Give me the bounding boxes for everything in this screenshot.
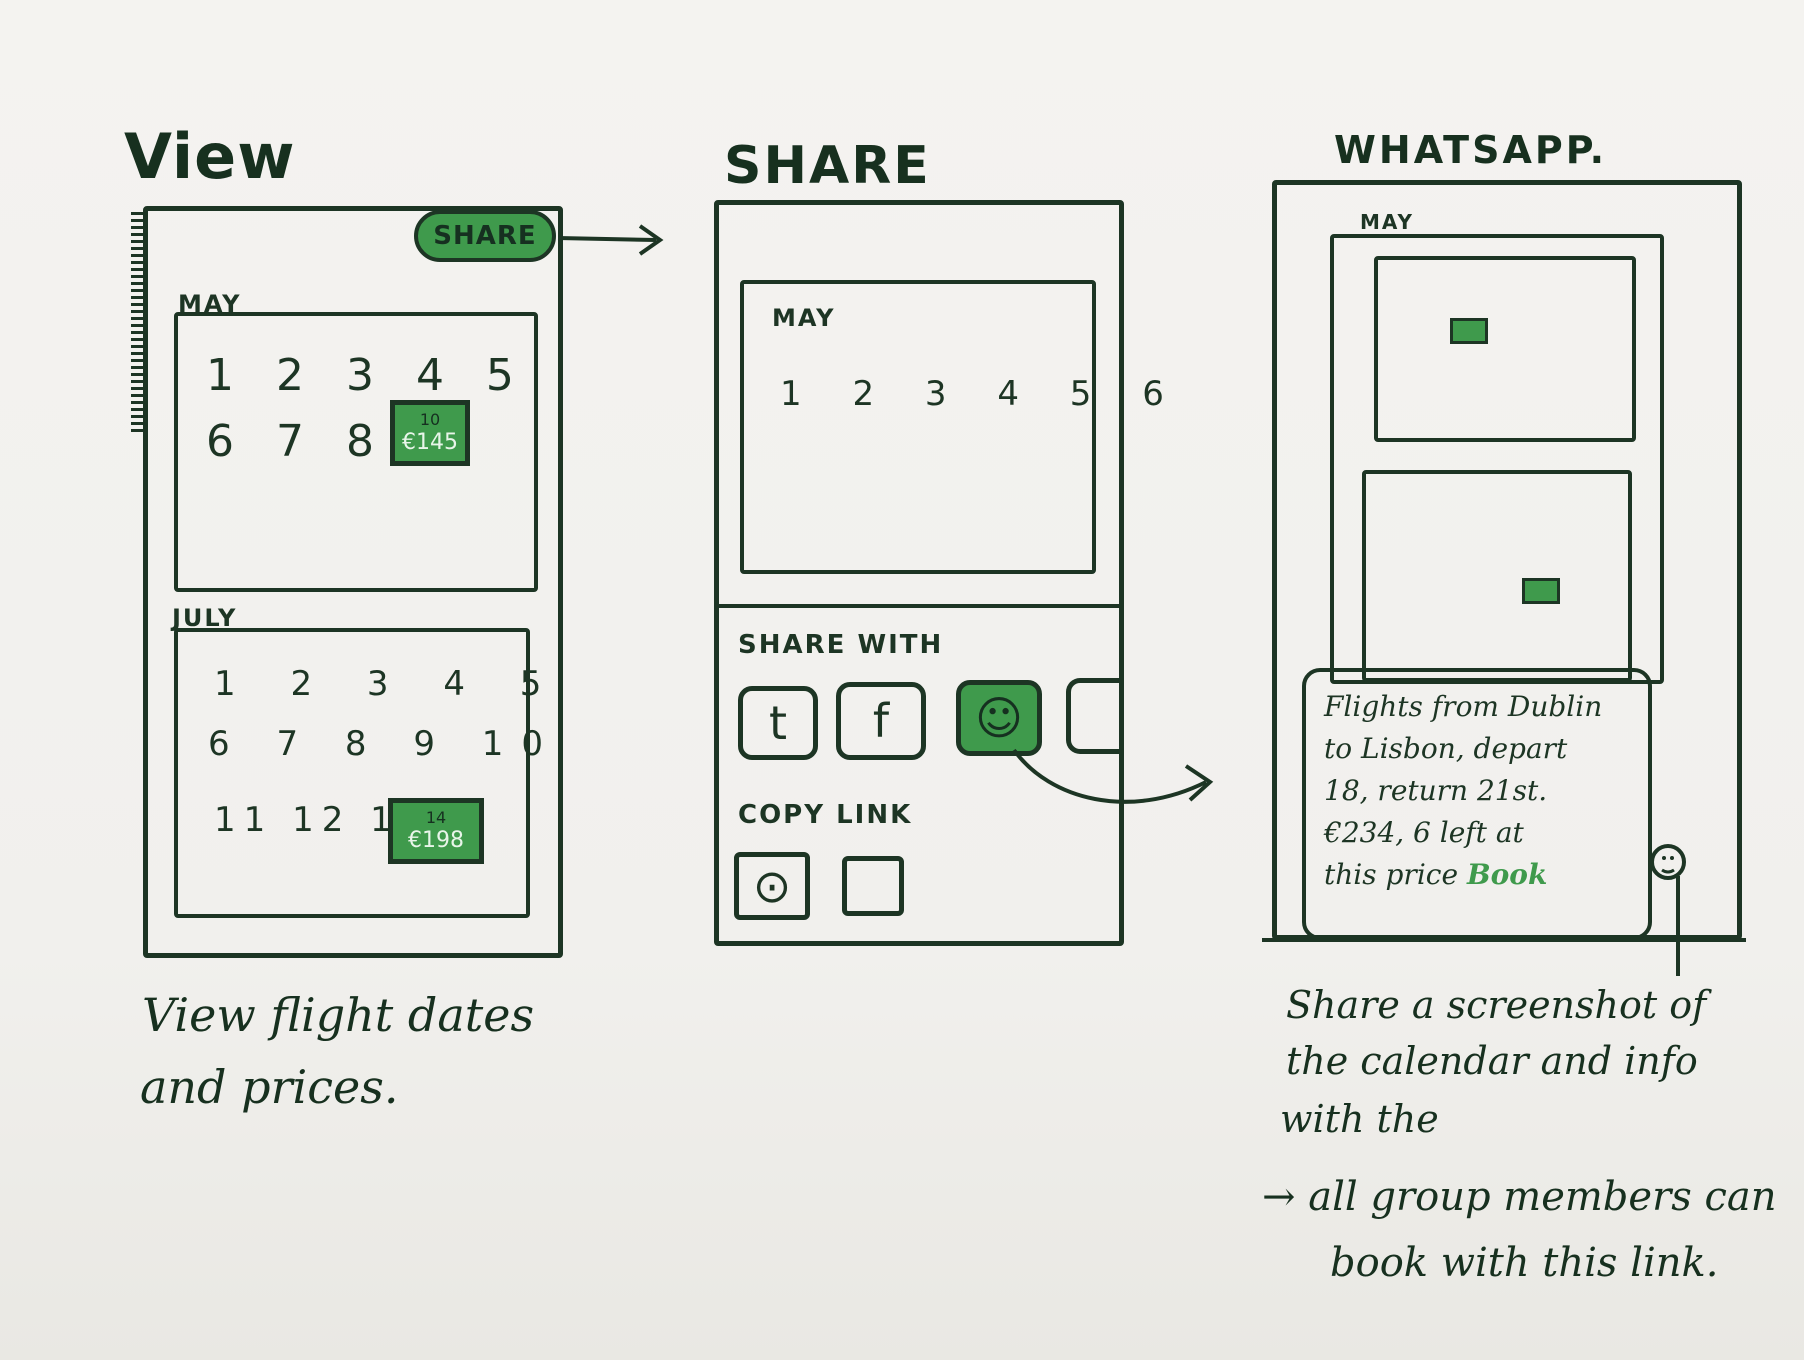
wa-message-last-line: this price Book [1324,854,1630,896]
share-divider [716,604,1122,608]
wa-screenshot-frame [1330,234,1664,684]
may-price-cell[interactable]: 10 €145 [390,400,470,466]
may-price-value: €145 [402,430,458,455]
wa-caption-line-3: with the [1280,1097,1439,1141]
facebook-button[interactable]: f [836,682,926,760]
wa-message-line: Flights from Dublin [1324,690,1603,723]
whatsapp-icon: ☺ [975,691,1023,745]
july-label: JULY [172,604,238,632]
facebook-icon: f [872,694,890,748]
july-price-day: 14 [425,808,447,827]
wa-highlight-may [1450,318,1488,344]
scrollbar-hatch[interactable] [131,212,143,432]
whatsapp-button[interactable]: ☺ [956,680,1042,756]
twitter-button[interactable]: t [738,686,818,760]
july-week-3: 11 12 13 [214,800,430,840]
wa-message-line: €234, 6 left at [1324,816,1524,849]
wa-screenshot-may [1374,256,1636,442]
share-title: SHARE [724,136,931,196]
wa-caption-line-5: book with this link. [1330,1240,1719,1286]
whatsapp-title: WHATSAPP. [1334,128,1608,172]
arrow-icon [557,224,664,256]
copy-link-icon: ⊙ [752,859,792,913]
share-calendar-preview [740,280,1096,574]
view-caption-line-2: and prices. [140,1060,399,1114]
july-price-cell[interactable]: 14 €198 [388,798,484,864]
wa-message-line: this price [1324,858,1459,891]
july-week-1: 1 2 3 4 5 [214,664,564,704]
wa-highlight-july [1522,578,1560,604]
wa-caption-line-4: → all group members can [1262,1174,1777,1220]
july-week-2: 6 7 8 9 10 [208,724,562,764]
view-phone-frame [143,206,563,958]
share-with-label: SHARE WITH [738,630,944,660]
share-button[interactable]: SHARE [414,210,556,262]
wa-message-line: to Lisbon, depart [1324,732,1568,765]
twitter-icon: t [768,696,788,750]
july-calendar [174,628,530,918]
book-link[interactable]: Book [1466,858,1548,891]
empty-option-button[interactable] [842,856,904,916]
view-title: View [124,120,296,193]
wa-screenshot-july [1362,470,1632,682]
wa-caption-line-2: the calendar and info [1286,1039,1698,1083]
copy-link-button[interactable]: ⊙ [734,852,810,920]
arrow-icon [1012,748,1214,804]
person-icon [1650,844,1686,976]
copy-link-label: COPY LINK [738,800,913,830]
wa-message-line: 18, return 21st. [1324,774,1548,807]
wa-bottom-rule [1262,938,1746,942]
share-phone-frame [714,200,1124,946]
view-caption-line-1: View flight dates [142,988,535,1042]
more-share-button[interactable] [1066,678,1124,754]
may-price-day: 10 [419,410,441,429]
july-price-value: €198 [408,828,464,853]
may-calendar [174,312,538,592]
wa-caption-line-1: Share a screenshot of [1286,983,1707,1027]
may-week-1: 1 2 3 4 5 [206,350,528,401]
share-may-week-1: 1 2 3 4 5 6 [780,374,1184,414]
wa-message-bubble: Flights from Dublin to Lisbon, depart 18… [1302,668,1652,940]
share-may-label: MAY [772,304,836,332]
wa-may-label: MAY [1360,210,1414,234]
